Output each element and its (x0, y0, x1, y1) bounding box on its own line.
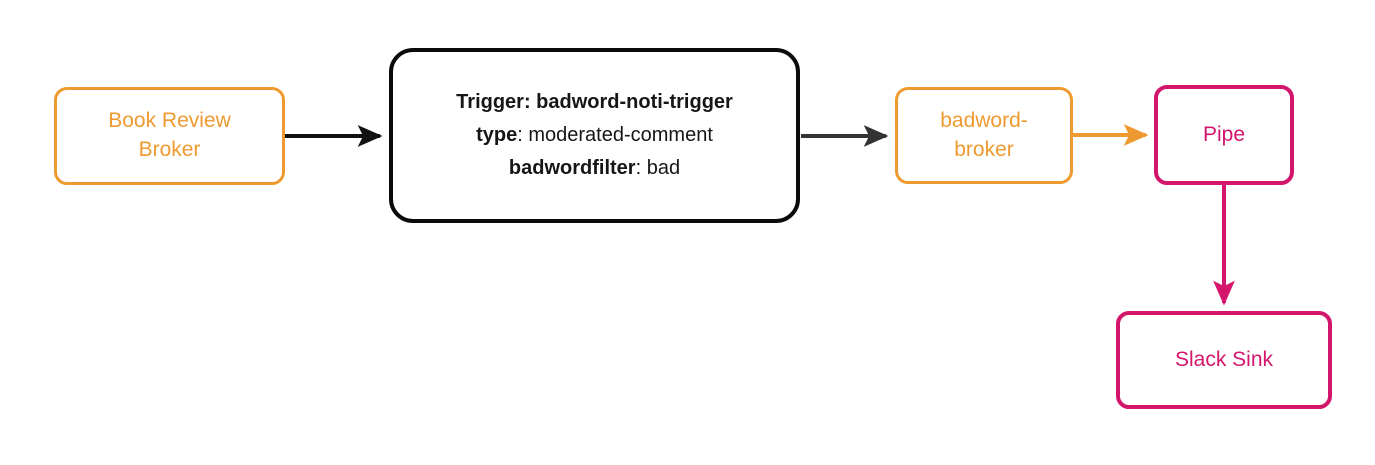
node-trigger-line2-key: type (476, 124, 518, 147)
node-slack-sink-label: Slack Sink (1174, 347, 1274, 371)
node-trigger-line3-key: badwordfilter (508, 156, 636, 179)
node-trigger-line3-sep: : (635, 156, 647, 179)
node-book-review-broker-line1: Book Review (108, 109, 231, 133)
node-trigger-line1: Trigger: badword-noti-trigger (456, 91, 733, 114)
node-badword-broker-label: badword- broker (898, 107, 1070, 165)
node-book-review-broker[interactable]: Book Review Broker (54, 87, 285, 185)
node-slack-sink[interactable]: Slack Sink (1116, 311, 1332, 409)
node-badword-broker[interactable]: badword- broker (895, 87, 1073, 184)
node-trigger-label: Trigger: badword-noti-trigger type: mode… (393, 86, 796, 184)
node-trigger[interactable]: Trigger: badword-noti-trigger type: mode… (389, 48, 800, 223)
node-trigger-line2-value: moderated-comment (528, 124, 713, 147)
node-badword-broker-line1: badword- (940, 108, 1028, 132)
node-book-review-broker-line2: Broker (138, 138, 201, 161)
node-trigger-line3-value: bad (646, 156, 681, 179)
node-trigger-line2-sep: : (517, 124, 529, 147)
node-pipe-label: Pipe (1202, 122, 1246, 146)
node-badword-broker-line2: broker (954, 137, 1014, 161)
node-book-review-broker-label: Book Review Broker (57, 107, 282, 165)
node-pipe[interactable]: Pipe (1154, 85, 1294, 185)
